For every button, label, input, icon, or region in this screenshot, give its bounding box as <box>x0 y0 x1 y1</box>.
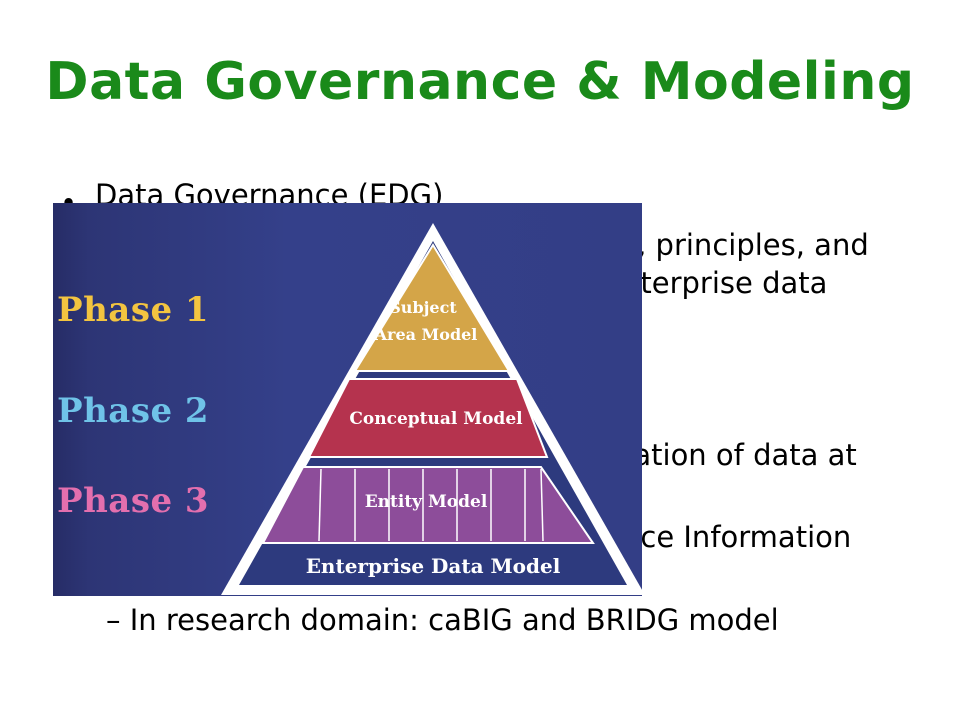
subject-label-line2: Area Model <box>374 325 478 344</box>
pyramid-graphic: Subject Area Model Conceptual Model Enti… <box>221 223 642 595</box>
entity-segment <box>261 466 595 544</box>
entity-dividers <box>318 468 544 542</box>
conceptual-label: Conceptual Model <box>349 409 523 429</box>
phase-2-label: Phase 2 <box>57 391 210 431</box>
data-model-pyramid-figure: Phase 1 Phase 2 Phase 3 Subject Area Mod… <box>53 203 642 596</box>
body-text-line-1: s, principles, and <box>622 228 869 262</box>
body-text-line-3: tation of data at <box>622 438 857 472</box>
sub-bullet-research-domain: – In research domain: caBIG and BRIDG mo… <box>106 603 779 637</box>
subject-label-line1: Subject <box>389 298 457 317</box>
body-text-line-4: nce Information <box>622 520 852 554</box>
conceptual-segment <box>307 378 549 458</box>
enterprise-label: Enterprise Data Model <box>306 554 561 578</box>
body-text-line-2: nterprise data <box>622 266 828 300</box>
entity-label: Entity Model <box>365 492 488 512</box>
subject-area-segment <box>353 243 511 372</box>
phase-1-label: Phase 1 <box>57 290 210 330</box>
slide-title: Data Governance & Modeling <box>45 52 915 112</box>
phase-3-label: Phase 3 <box>57 481 210 521</box>
